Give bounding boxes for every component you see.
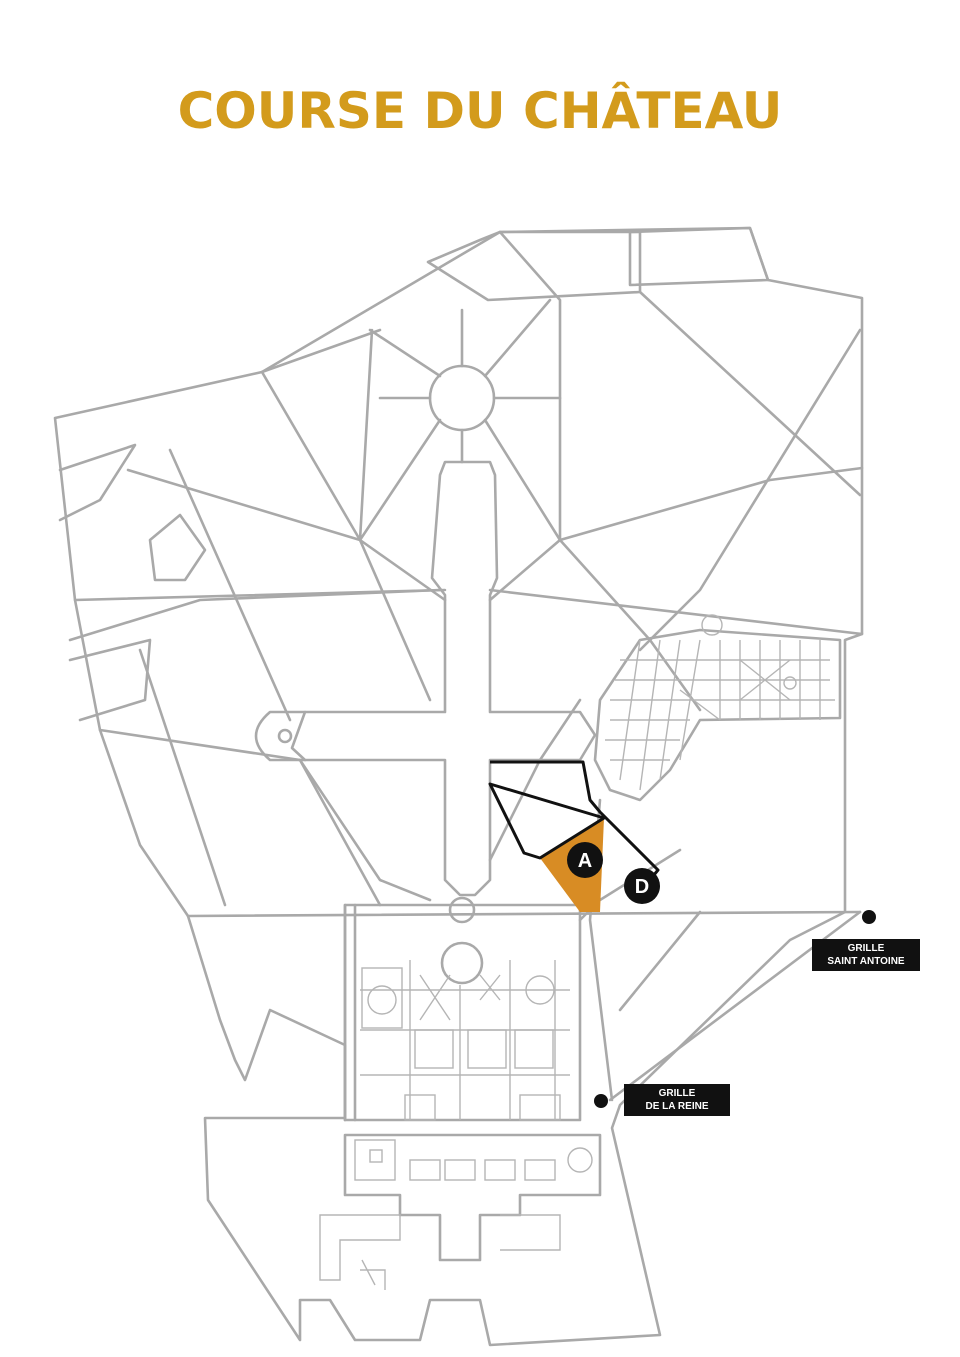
allee-diag-2: [488, 466, 864, 602]
park-boundary: [53, 226, 864, 1347]
allee-horizontal-2: [186, 910, 862, 918]
arrival-marker-letter: A: [578, 850, 592, 872]
allee-horizontal-1: [73, 588, 864, 636]
departure-marker-letter: D: [635, 876, 649, 898]
chateau: [319, 1133, 602, 1290]
allee-diag-7: [638, 290, 862, 497]
gate-reine-line1: GRILLE: [658, 1088, 696, 1099]
gate-saint-antoine-line2: SAINT ANTOINE: [827, 956, 905, 967]
allee-diag-18: [260, 328, 382, 542]
allee-left-forest: [58, 443, 137, 522]
small-pond: [148, 513, 207, 582]
allee-diag-11: [298, 758, 432, 902]
allee-diag-10: [138, 648, 227, 907]
top-rectangle-right: [628, 226, 770, 287]
departure-marker: D: [624, 868, 660, 904]
allee-diag-4: [558, 538, 702, 712]
canal-west-basin: [277, 728, 293, 744]
gate-saint-antoine-dot: [862, 910, 876, 924]
grand-canal: [290, 460, 597, 897]
gate-reine-line2: DE LA REINE: [645, 1101, 709, 1112]
allee-diag-6: [638, 328, 862, 652]
gate-saint-antoine-label: GRILLE SAINT ANTOINE: [812, 939, 920, 971]
gate-reine-dot: [594, 1094, 608, 1108]
allee-diag-16: [618, 910, 702, 1012]
gate-saint-antoine-line1: GRILLE: [847, 943, 885, 954]
allee-diag-12: [488, 698, 582, 862]
trianon-parterres: [605, 614, 835, 791]
gate-reine-label: GRILLE DE LA REINE: [624, 1084, 730, 1116]
apollon-basin: [440, 941, 484, 985]
top-rectangle-left: [426, 230, 642, 302]
trianon-area: [593, 628, 842, 802]
garden-parterres: [360, 960, 570, 1121]
roundabout-spokes: [358, 298, 562, 542]
map-title: COURSE DU CHÂTEAU: [177, 82, 783, 140]
allee-diag-17: [498, 230, 562, 542]
allee-diag-5: [168, 448, 292, 722]
apollon-top: [448, 896, 476, 924]
arrival-marker: A: [567, 842, 603, 878]
canal-west-end: [254, 710, 307, 762]
gardens-outline: [343, 903, 582, 1122]
allee-vertical-west: [343, 903, 357, 1122]
allee-left-forest-2: [68, 638, 152, 722]
